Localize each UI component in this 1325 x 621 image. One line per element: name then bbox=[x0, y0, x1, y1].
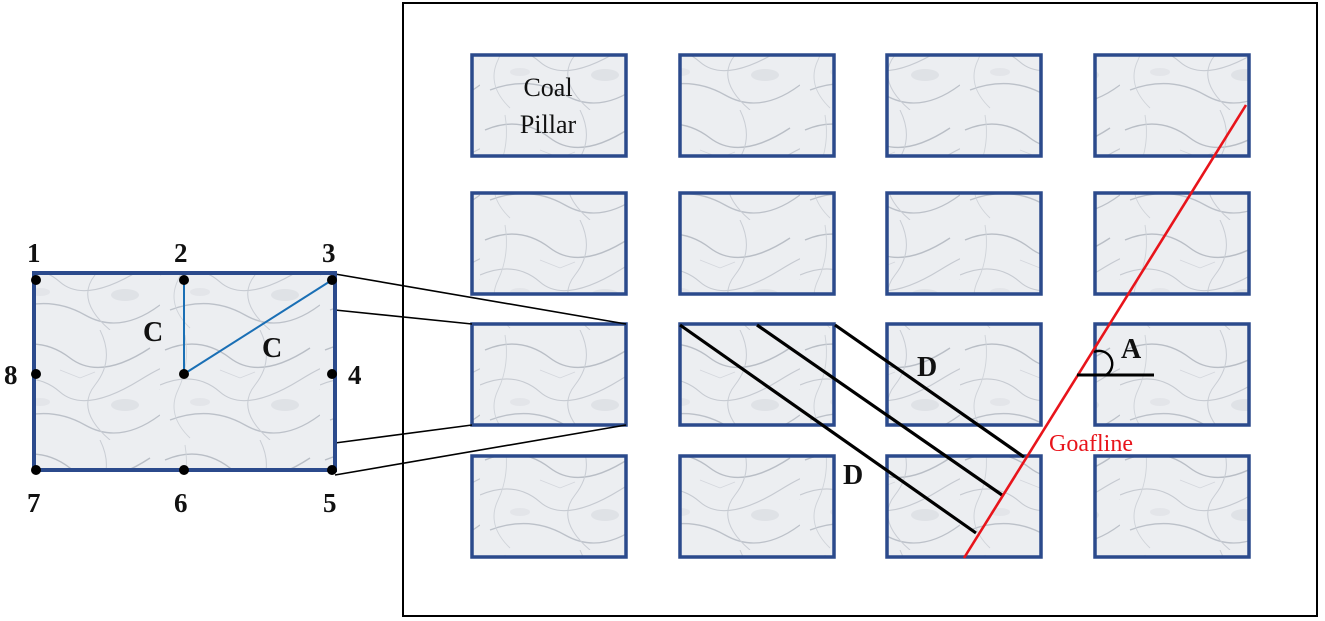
d-label-lower: D bbox=[843, 460, 863, 491]
node-point bbox=[179, 369, 189, 379]
coal-pillar-r2-c1 bbox=[470, 191, 628, 296]
pillar-label-line2: Pillar bbox=[520, 110, 577, 139]
node-label-6: 6 bbox=[174, 488, 188, 518]
panel-frame bbox=[402, 2, 1318, 617]
node-label-3: 3 bbox=[322, 238, 336, 268]
node-label-5: 5 bbox=[323, 488, 337, 518]
zoom-connector bbox=[334, 273, 627, 325]
coal-pillar-r3-c1 bbox=[470, 322, 628, 427]
d-line bbox=[756, 323, 1003, 497]
node-point bbox=[31, 465, 41, 475]
d-label-upper: D bbox=[917, 352, 937, 383]
coal-pillar-r2-c2 bbox=[678, 191, 836, 296]
c-line-diagonal bbox=[183, 279, 333, 375]
coal-pillar-r4-c2 bbox=[678, 454, 836, 559]
node-point bbox=[31, 369, 41, 379]
c-distance-lines bbox=[183, 279, 333, 375]
d-line bbox=[834, 323, 1025, 459]
node-point bbox=[179, 275, 189, 285]
angle-label: A bbox=[1121, 334, 1142, 365]
node-label-4: 4 bbox=[348, 360, 362, 390]
d-line bbox=[679, 323, 977, 535]
node-point bbox=[327, 369, 337, 379]
node-label-1: 1 bbox=[27, 238, 41, 268]
node-point bbox=[31, 275, 41, 285]
coal-pillar-r1-c4 bbox=[1093, 53, 1251, 158]
coal-pillar-r2-c4 bbox=[1093, 191, 1251, 296]
c-label-diagonal: C bbox=[262, 333, 282, 364]
pillar-label-line1: Coal bbox=[523, 73, 572, 102]
node-point bbox=[179, 465, 189, 475]
node-label-8: 8 bbox=[4, 360, 18, 390]
coal-pillar-r3-c3 bbox=[885, 322, 1043, 427]
pillar-grid bbox=[470, 53, 1251, 559]
coal-pillar-r2-c3 bbox=[885, 191, 1043, 296]
c-label-vertical: C bbox=[143, 317, 163, 348]
coal-pillar-r1-c1 bbox=[470, 53, 628, 158]
monitoring-nodes bbox=[31, 275, 337, 475]
coal-pillar-r4-c4 bbox=[1093, 454, 1251, 559]
coal-pillar-r1-c2 bbox=[678, 53, 836, 158]
coal-pillar-r4-c1 bbox=[470, 454, 628, 559]
zoom-connectors bbox=[334, 273, 627, 476]
coal-pillar-r3-c2 bbox=[678, 322, 836, 427]
angle-marker bbox=[1077, 349, 1154, 377]
node-point bbox=[327, 465, 337, 475]
zoom-connector bbox=[334, 424, 473, 444]
zoom-connector bbox=[334, 309, 473, 325]
zoom-connector bbox=[334, 424, 627, 476]
goafline bbox=[962, 104, 1248, 559]
d-distance-lines bbox=[679, 323, 1025, 535]
goafline-label: Goafline bbox=[1049, 431, 1133, 457]
coal-pillar-r4-c3 bbox=[885, 454, 1043, 559]
coal-pillar-r1-c3 bbox=[885, 53, 1043, 158]
angle-arc bbox=[1093, 349, 1114, 377]
node-label-7: 7 bbox=[27, 488, 41, 518]
node-label-2: 2 bbox=[174, 238, 188, 268]
node-point bbox=[327, 275, 337, 285]
